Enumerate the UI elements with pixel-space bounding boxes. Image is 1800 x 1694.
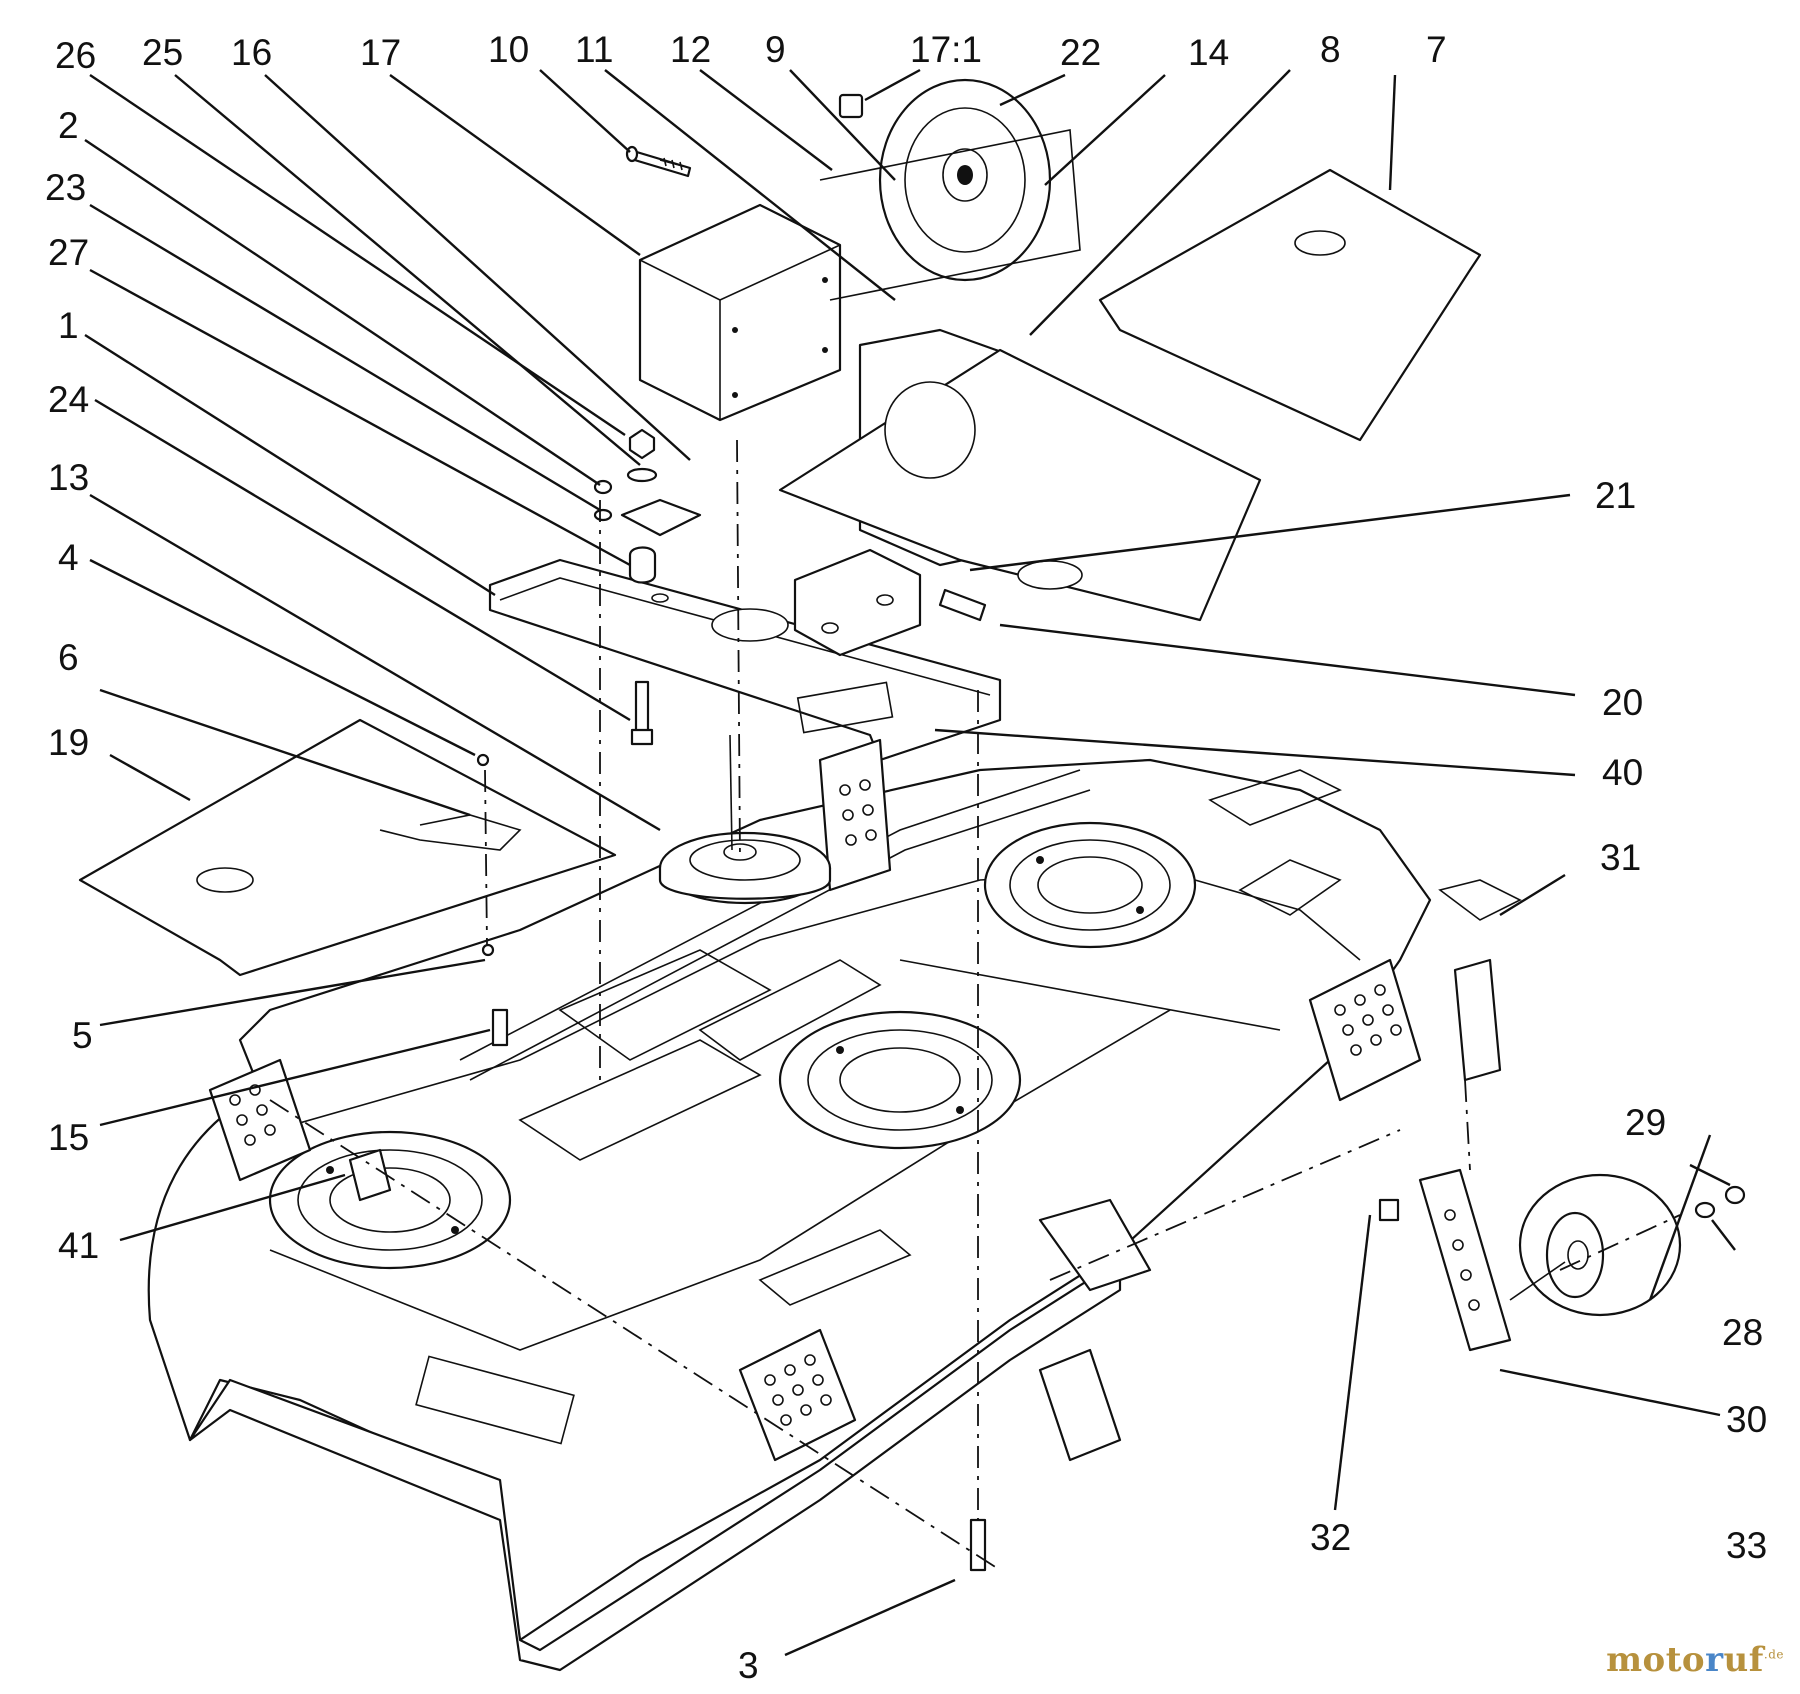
callout-27: 27 <box>48 232 89 273</box>
plug-17-1 <box>838 93 864 119</box>
callout-41: 41 <box>58 1225 99 1266</box>
callout-40: 40 <box>1602 752 1643 793</box>
nut-29 <box>1724 1185 1746 1205</box>
callout-21: 21 <box>1595 475 1636 516</box>
bracket-41 <box>348 1148 392 1202</box>
callout-19: 19 <box>48 722 89 763</box>
callout-32: 32 <box>1310 1517 1351 1558</box>
callout-33: 33 <box>1726 1525 1767 1566</box>
callout-24: 24 <box>48 379 89 420</box>
bracket-holes <box>229 984 1402 1426</box>
callout-28: 28 <box>1722 1312 1763 1353</box>
callout-15: 15 <box>48 1117 89 1158</box>
belt-cover-8 <box>778 328 1262 622</box>
bolt-32 <box>1378 1198 1400 1222</box>
callout-3: 3 <box>738 1645 759 1686</box>
leader-lines <box>84 68 1736 1657</box>
idler-bracket <box>793 548 987 657</box>
callout-22: 22 <box>1060 32 1101 73</box>
callout-20: 20 <box>1602 682 1643 723</box>
callout-29: 29 <box>1625 1102 1666 1143</box>
washer-28 <box>1694 1201 1716 1219</box>
callout-31: 31 <box>1600 837 1641 878</box>
gauge-wheel-30 <box>1509 1173 1682 1317</box>
callout-23: 23 <box>45 167 86 208</box>
stacked-hardware <box>593 428 702 746</box>
gauge-wheel-arm-33 <box>1418 1168 1512 1352</box>
bolt-10 <box>625 145 692 178</box>
spindle-pulley-24 <box>658 734 832 905</box>
callout-11: 11 <box>575 29 613 70</box>
nut-5 <box>481 943 495 957</box>
belt-cover-7 <box>1098 168 1482 442</box>
bolt-15 <box>491 1008 509 1047</box>
gauge-wheel-bracket-31 <box>1438 879 1522 1082</box>
callout-10: 10 <box>488 29 529 70</box>
callout-1: 1 <box>58 305 79 346</box>
callout-25: 25 <box>142 32 183 73</box>
callout-5: 5 <box>72 1015 93 1056</box>
mounting-frame <box>488 558 1002 892</box>
mower-deck <box>147 758 1432 1672</box>
motoruf-watermark-logo: motoruf.de <box>1606 1640 1784 1680</box>
callout-17: 17 <box>360 32 401 73</box>
callout-6: 6 <box>58 637 79 678</box>
callout-4: 4 <box>58 537 79 578</box>
belt-cover-19 <box>78 718 617 977</box>
callout-17-1: 17:1 <box>910 29 982 70</box>
callout-13: 13 <box>48 457 89 498</box>
callout-9: 9 <box>765 29 786 70</box>
callout-14: 14 <box>1188 32 1229 73</box>
callout-26: 26 <box>55 35 96 76</box>
bolt-3 <box>969 1518 987 1572</box>
gearbox <box>638 203 842 422</box>
callout-30: 30 <box>1726 1399 1767 1440</box>
center-lines <box>269 439 1681 1571</box>
callout-7: 7 <box>1426 29 1447 70</box>
callout-12: 12 <box>670 29 711 70</box>
callout-16: 16 <box>231 32 272 73</box>
bolt-4 <box>476 753 490 767</box>
callout-labels: 26 25 16 17 10 11 12 9 17:1 22 14 8 7 2 … <box>45 29 1767 1686</box>
callout-2: 2 <box>58 105 79 146</box>
callout-8: 8 <box>1320 29 1341 70</box>
